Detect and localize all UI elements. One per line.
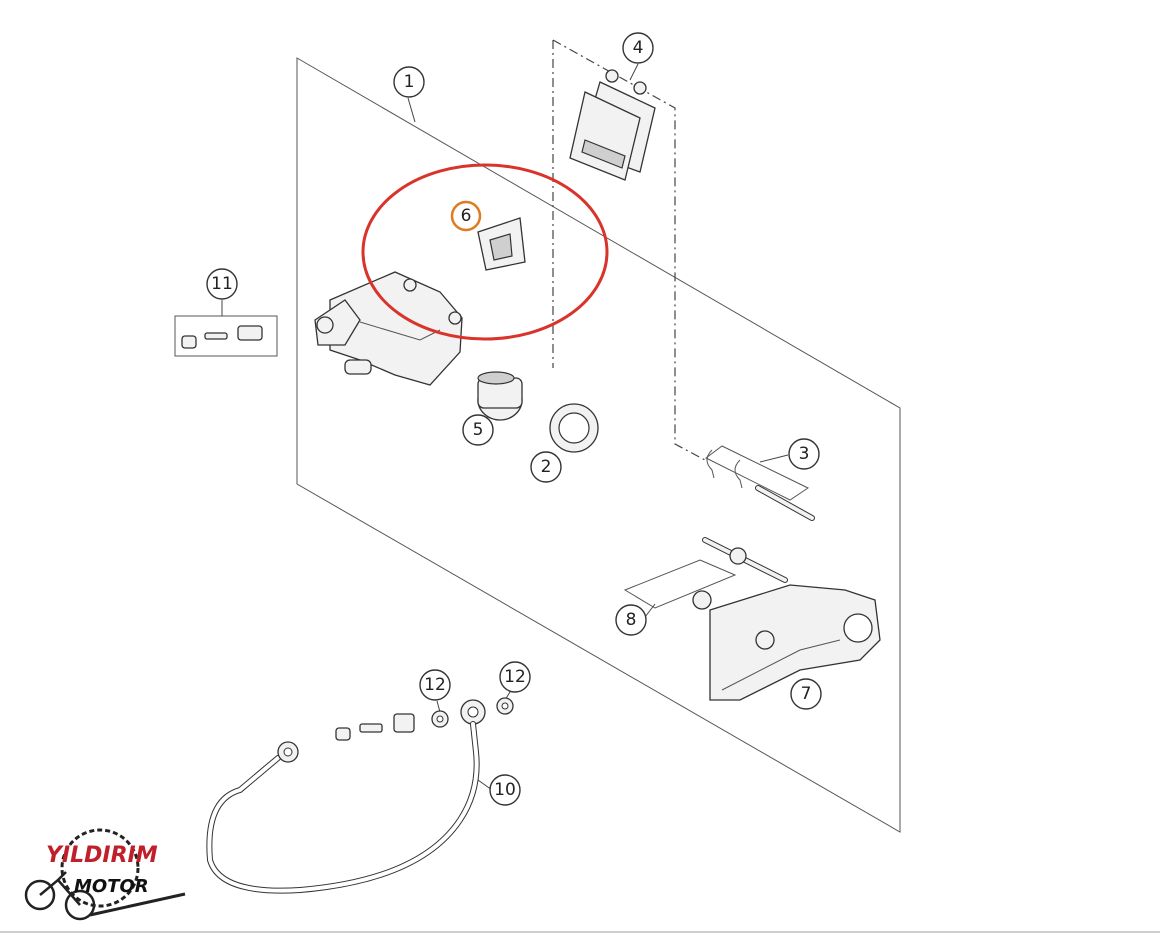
callout-5: 5 [462, 414, 494, 446]
callout-circle [206, 268, 238, 300]
callout-7: 7 [790, 678, 822, 710]
callout-label: 5 [473, 420, 484, 440]
callout-3: 3 [788, 438, 820, 470]
logo-line1: YILDIRIM [46, 843, 158, 868]
callout-circle [393, 66, 425, 98]
brand-logo: YILDIRIM MOTOR [24, 828, 186, 921]
pad-dashdot-frame [552, 39, 706, 461]
callout-circle [788, 438, 820, 470]
logo-line2: MOTOR [74, 876, 149, 897]
caliper-bracket [709, 584, 881, 701]
callout-circle [489, 774, 521, 806]
part-6-clip [477, 217, 526, 271]
callout-10: 10 [489, 774, 521, 806]
pin-and-clips [705, 445, 815, 521]
callout-12: 12 [419, 669, 451, 701]
callout-label: 12 [424, 675, 446, 695]
piston [477, 371, 523, 421]
callout-label: 11 [211, 274, 233, 294]
callout-circle [615, 604, 647, 636]
callout-8: 8 [615, 604, 647, 636]
brake-pads [569, 69, 656, 181]
callout-circle [462, 414, 494, 446]
assembly-plane [296, 57, 901, 833]
slide-pins [623, 537, 788, 610]
callout-circle [419, 669, 451, 701]
callout-4: 4 [622, 32, 654, 64]
callout-label: 8 [626, 610, 637, 630]
callout-6-label: 6 [461, 206, 472, 226]
callout-circle [790, 678, 822, 710]
callout-label: 7 [801, 684, 812, 704]
banjo-bolt-and-washers [335, 697, 514, 741]
callout-11: 11 [206, 268, 238, 300]
callout-label: 1 [404, 72, 415, 92]
callout-label: 12 [504, 667, 526, 687]
callout-2: 2 [530, 451, 562, 483]
highlight-ellipse [361, 163, 609, 341]
caliper-body [314, 271, 463, 386]
seal-ring [549, 403, 599, 453]
callout-label: 3 [799, 444, 810, 464]
callout-label: 2 [541, 457, 552, 477]
brake-hose [206, 721, 480, 894]
callout-12: 12 [499, 661, 531, 693]
callout-circle [499, 661, 531, 693]
callout-6-highlight: 6 [450, 200, 482, 232]
callout-circle [530, 451, 562, 483]
callout-circle [622, 32, 654, 64]
callout-label: 4 [633, 38, 644, 58]
callout-1: 1 [393, 66, 425, 98]
callout-label: 10 [494, 780, 516, 800]
bleeder-kit [174, 315, 278, 357]
